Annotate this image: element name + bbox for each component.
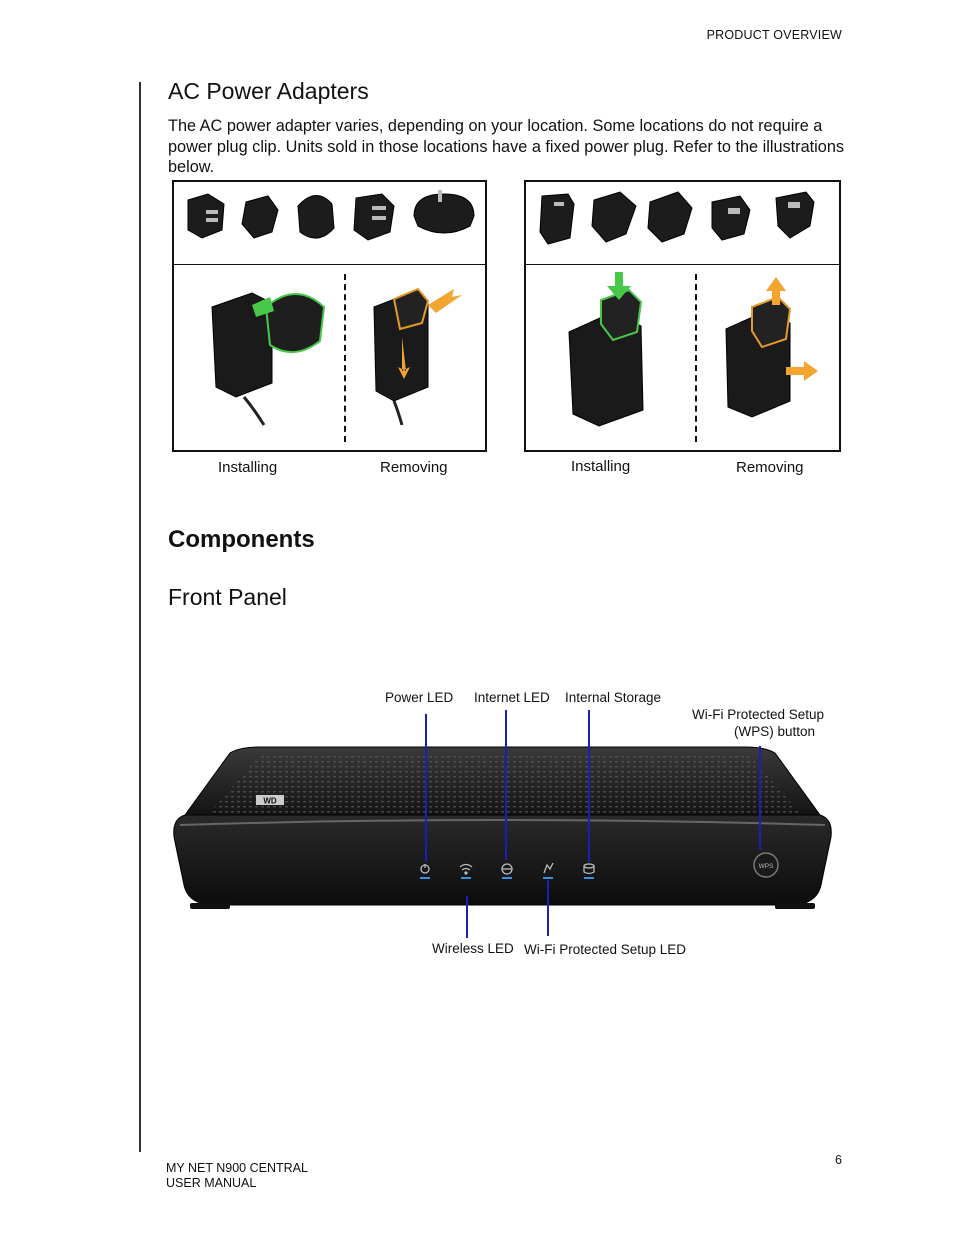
callout-line-internet-led — [505, 710, 507, 860]
adapter-figure-right — [524, 180, 841, 452]
footer-product-name: MY NET N900 CENTRAL — [166, 1161, 308, 1175]
callout-wps-button-line1: Wi-Fi Protected Setup — [692, 707, 825, 722]
callout-line-power-led — [425, 714, 427, 862]
callout-line-wps-led — [547, 880, 549, 936]
dashed-divider-right — [695, 274, 697, 442]
wd-logo-text: WD — [263, 797, 277, 806]
running-header: PRODUCT OVERVIEW — [706, 28, 842, 42]
dashed-divider — [344, 274, 346, 442]
front-panel-heading: Front Panel — [168, 584, 287, 610]
callout-wps-button-line2: (WPS) button — [734, 724, 816, 739]
callout-line-internal-storage — [588, 710, 590, 862]
callout-wps-led: Wi-Fi Protected Setup LED — [524, 942, 687, 957]
callout-internal-storage: Internal Storage — [565, 690, 662, 705]
caption-installing-left: Installing — [218, 459, 278, 476]
installing-illustration-left — [211, 292, 326, 426]
caption-installing-right: Installing — [571, 458, 631, 475]
adapter-figure-left — [172, 180, 487, 452]
ac-adapters-heading: AC Power Adapters — [168, 78, 369, 104]
callout-line-wireless-led — [466, 896, 468, 938]
callout-internet-led: Internet LED — [474, 690, 550, 705]
callout-wireless-led: Wireless LED — [432, 941, 514, 956]
ac-adapters-paragraph: The AC power adapter varies, depending o… — [168, 117, 845, 176]
plug-clips-row-right — [526, 182, 839, 265]
plug-clips-illustration — [187, 190, 475, 241]
callout-line-wps-button — [759, 746, 761, 850]
callout-power-led: Power LED — [385, 690, 454, 705]
margin-rule — [139, 82, 141, 1152]
removing-illustration-left — [373, 287, 462, 426]
plug-clips-illustration-right — [539, 191, 815, 245]
wd-logo-badge — [256, 795, 284, 805]
footer-manual-label: USER MANUAL — [166, 1176, 257, 1190]
caption-removing-left: Removing — [380, 459, 448, 476]
caption-removing-right: Removing — [736, 459, 804, 476]
components-heading: Components — [168, 526, 315, 553]
plug-clips-row — [174, 182, 485, 265]
page-number: 6 — [835, 1153, 842, 1167]
wps-button — [753, 852, 779, 878]
router-front-panel-illustration: WD WPS — [173, 746, 832, 909]
installing-illustration-right — [568, 272, 644, 427]
removing-illustration-right — [725, 277, 818, 418]
wps-button-text: WPS — [759, 863, 774, 870]
